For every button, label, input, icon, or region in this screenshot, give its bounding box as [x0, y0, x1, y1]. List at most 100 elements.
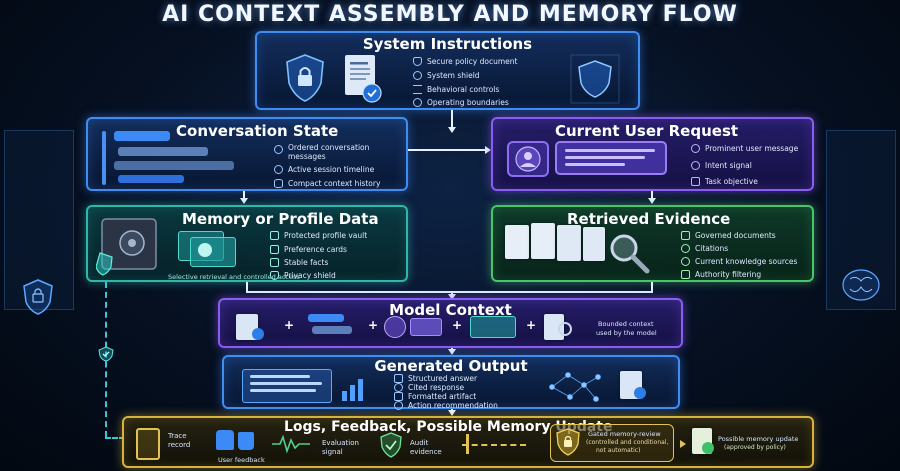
gated-review-line1: Gated memory-review: [588, 430, 661, 438]
retrieved-evidence-title: Retrieved Evidence: [567, 210, 731, 228]
logs-feedback-title: Logs, Feedback, Possible Memory Update: [284, 419, 613, 435]
context-request-icon: [410, 318, 442, 336]
request-item-prominent: Prominent user message: [705, 144, 799, 153]
memory-item-privacy: Privacy shield: [284, 271, 336, 280]
audit-evidence-line1: Audit: [410, 439, 429, 447]
evidence-item-governed: Governed documents: [695, 231, 776, 240]
list-icon: [270, 258, 279, 267]
system-item-behavioral-controls: Behavioral controls: [427, 85, 500, 94]
lock-icon: [270, 231, 279, 240]
arrow-to-memory-update: [680, 440, 686, 448]
generated-output-title: Generated Output: [374, 357, 528, 375]
arrow-head: [240, 198, 248, 204]
model-context-title: Model Context: [389, 301, 512, 319]
filter-icon: [681, 270, 690, 279]
message-line: [565, 163, 625, 166]
user-avatar-icon: [507, 141, 549, 177]
chat-icon: [274, 145, 283, 154]
message-line: [565, 156, 645, 159]
connector-evidence-down: [651, 282, 653, 292]
document-list-icon: [681, 231, 690, 240]
feedback-dashed-line: [105, 437, 125, 439]
system-instructions-panel: System Instructions Secure policy docume…: [255, 31, 640, 110]
conversation-state-panel: Conversation State Ordered conversation …: [86, 117, 408, 191]
privacy-shield-icon: [270, 271, 279, 280]
arrow-head: [648, 198, 656, 204]
clipboard-icon: [136, 428, 160, 460]
evaluation-signal-line2: signal: [322, 448, 343, 456]
holographic-shield-icon: [569, 53, 621, 105]
feedback-check-icon: [98, 346, 114, 362]
trace-record-line2: record: [168, 441, 191, 449]
vault-safe-icon: [95, 215, 162, 277]
arrow-request-to-evidence: [651, 191, 653, 199]
output-check-icon: [634, 387, 646, 399]
trace-record-line1: Trace: [168, 432, 187, 440]
output-item-action: Action recommendation: [408, 401, 498, 410]
card-icon: [270, 245, 279, 254]
left-shield-icon: [22, 278, 54, 316]
feedback-dashed-line: [105, 282, 107, 437]
thumbs-up-icon: [216, 430, 234, 450]
evaluation-signal-line1: Evaluation: [322, 439, 359, 447]
model-context-caption-1: Bounded context: [598, 320, 654, 328]
quote-icon: [681, 244, 690, 253]
arrow-head: [448, 349, 456, 355]
connector-horizontal: [246, 291, 653, 293]
right-decor-panel: [826, 130, 896, 310]
right-brain-icon: [838, 265, 884, 305]
page-title: AI CONTEXT ASSEMBLY AND MEMORY FLOW: [162, 2, 738, 27]
message-bubble-4: [118, 175, 184, 183]
document-icon: [583, 227, 605, 261]
output-screen-icon: [242, 369, 332, 403]
possible-update-line2: (approved by policy): [724, 444, 786, 451]
audit-evidence-line2: evidence: [410, 448, 442, 456]
timeline-icon: [102, 131, 106, 185]
citation-icon: [394, 383, 403, 392]
clock-icon: [274, 165, 283, 174]
system-shield-icon: [413, 71, 422, 80]
message-bubble-1: [114, 131, 170, 141]
output-item-formatted: Formatted artifact: [408, 392, 477, 401]
arrow-head: [448, 410, 456, 416]
waveform-icon: [272, 434, 310, 454]
structured-icon: [394, 374, 403, 383]
target-icon: [691, 144, 700, 153]
request-item-task: Task objective: [705, 177, 758, 186]
conversation-item-timeline: Active session timeline: [288, 165, 375, 174]
output-line: [250, 382, 322, 385]
message-bubble-3: [114, 161, 234, 170]
context-user-icon: [384, 316, 406, 338]
plus-icon: +: [284, 318, 295, 332]
bar-chart-icon: [340, 373, 370, 403]
context-check-icon: [252, 328, 264, 340]
profile-card-2: [190, 237, 236, 267]
arrow-head: [448, 294, 456, 300]
current-user-request-title: Current User Request: [555, 122, 739, 140]
memory-profile-title: Memory or Profile Data: [182, 210, 379, 228]
sliders-icon: [413, 85, 422, 94]
audit-shield-icon: [380, 432, 402, 458]
request-item-intent: Intent signal: [705, 161, 752, 170]
system-item-system-shield: System shield: [427, 71, 480, 80]
thumbs-down-icon: [238, 432, 254, 450]
flag-icon: [691, 177, 700, 186]
policy-document-icon: [341, 53, 383, 105]
plus-icon: +: [368, 318, 379, 332]
conversation-item-compact: Compact context history: [288, 179, 381, 188]
system-instructions-title: System Instructions: [362, 35, 533, 53]
document-icon: [531, 223, 555, 259]
context-magnifier-icon: [558, 322, 572, 336]
conversation-item-ordered: Ordered conversation messages: [288, 143, 370, 161]
generated-output-panel: Generated Output Structured answer Cited…: [222, 355, 680, 410]
memory-profile-panel: Memory or Profile Data Protected profile…: [86, 205, 408, 282]
connector-memory-down: [246, 282, 248, 292]
network-graph-icon: [544, 367, 604, 407]
plus-icon: +: [452, 318, 463, 332]
search-icon: [681, 257, 690, 266]
profile-person-icon: [198, 243, 212, 257]
artifact-icon: [394, 392, 403, 401]
arrow-head: [448, 127, 456, 133]
database-icon: [274, 179, 283, 188]
memory-update-person-icon: [702, 442, 714, 454]
